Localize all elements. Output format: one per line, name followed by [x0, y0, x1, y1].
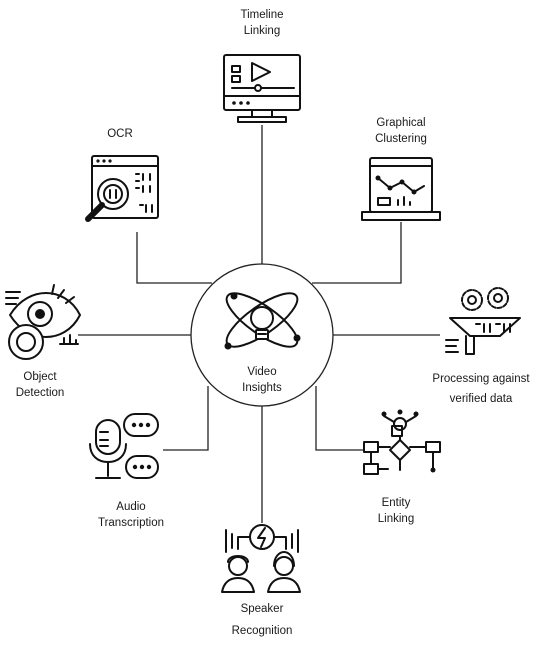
audio-label-line2: Transcription — [98, 517, 164, 529]
speaker-label-line1: Speaker — [241, 603, 284, 615]
entity-label-line1: Entity — [382, 497, 411, 509]
atom-lightbulb-icon — [224, 292, 301, 350]
center-label-line1: Video — [247, 366, 276, 378]
center-node: Video Insights — [190, 263, 334, 407]
processing-label-line1: Processing against — [432, 373, 530, 385]
gears-funnel-icon — [445, 287, 521, 355]
clustering-label-line1: Graphical — [376, 117, 425, 129]
node-entity-linking: Entity Linking — [363, 409, 441, 525]
node-audio-transcription: Audio Transcription — [89, 413, 164, 529]
microphone-chat-icon — [89, 413, 159, 479]
connectors — [78, 125, 440, 523]
connector-ocr — [136, 232, 212, 284]
center-label-line2: Insights — [242, 382, 282, 394]
entity-label-line2: Linking — [378, 513, 414, 525]
connector-audio — [163, 386, 209, 451]
flowchart-icon — [363, 409, 441, 475]
clustering-label-line2: Clustering — [375, 133, 427, 145]
timeline-label-line1: Timeline — [240, 9, 283, 21]
object-label-line2: Detection — [16, 387, 65, 399]
timeline-label-line2: Linking — [244, 25, 280, 37]
video-player-icon — [223, 54, 301, 123]
node-processing-verified: Processing against verified data — [432, 287, 530, 405]
node-timeline-linking: Timeline Linking — [223, 9, 301, 123]
object-label-line1: Object — [23, 371, 57, 383]
node-ocr: OCR — [85, 128, 159, 222]
node-speaker-recognition: Speaker Recognition — [221, 524, 301, 637]
node-object-detection: Object Detection — [5, 284, 81, 399]
processing-label-line2: verified data — [450, 393, 513, 405]
eye-target-icon — [5, 284, 81, 360]
node-graphical-clustering: Graphical Clustering — [361, 117, 441, 221]
connector-entity — [315, 386, 363, 451]
ocr-label: OCR — [107, 128, 133, 140]
audio-label-line1: Audio — [116, 501, 145, 513]
speaker-label-line2: Recognition — [232, 625, 293, 637]
laptop-chart-icon — [361, 157, 441, 221]
magnifier-binary-icon — [85, 155, 159, 222]
speakers-lightning-icon — [221, 524, 301, 593]
connector-clustering — [312, 222, 402, 284]
